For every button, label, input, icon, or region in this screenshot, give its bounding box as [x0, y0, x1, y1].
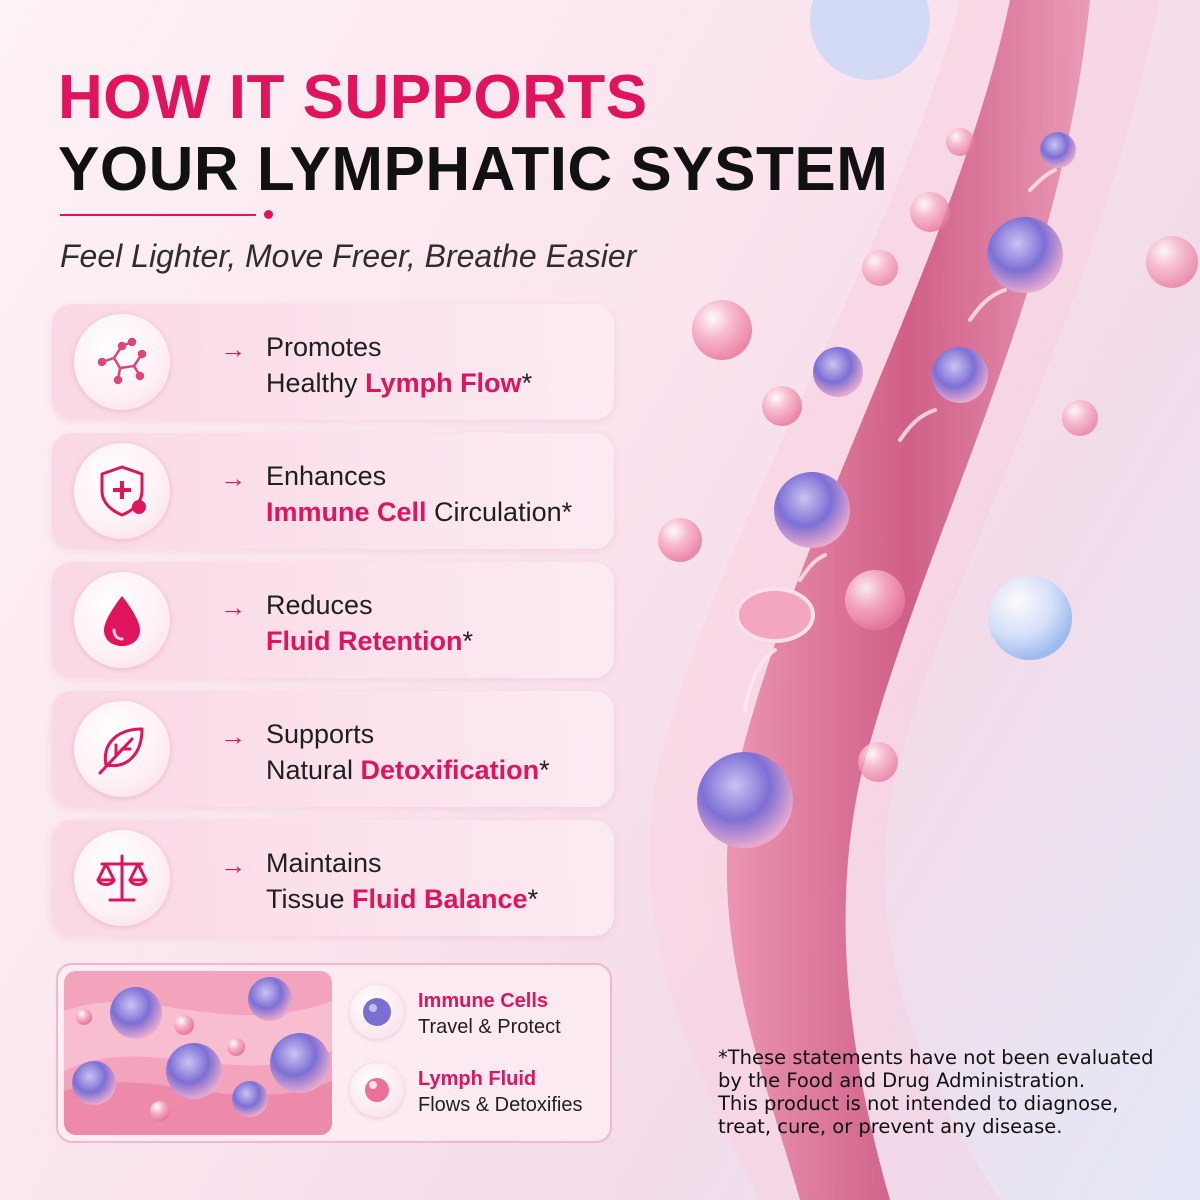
- benefit-card-fluid-balance: → Maintains Tissue Fluid Balance*: [52, 820, 614, 936]
- leaf-icon: [74, 701, 170, 797]
- droplet-icon: [74, 572, 170, 668]
- arrow-icon: →: [220, 721, 246, 751]
- benefits-list: → Promotes Healthy Lymph Flow* → Enhance…: [52, 304, 614, 949]
- title-divider-dot: [264, 210, 273, 219]
- arrow-icon: →: [220, 463, 246, 493]
- benefit-verb: Enhances: [266, 461, 387, 491]
- benefit-detail: Tissue Fluid Balance*: [266, 884, 539, 914]
- benefit-detail: Fluid Retention*: [266, 626, 473, 656]
- benefit-card-detoxification: → Supports Natural Detoxification*: [52, 691, 614, 807]
- legend-panel: Immune Cells Travel & Protect Lymph Flui…: [56, 963, 612, 1143]
- headline-line-1: HOW IT SUPPORTS: [58, 63, 648, 132]
- benefit-verb: Reduces: [266, 590, 373, 620]
- benefit-verb: Promotes: [266, 332, 382, 362]
- immune-cells-illustration: [64, 971, 332, 1135]
- benefit-verb: Maintains: [266, 848, 382, 878]
- balance-scale-icon: [74, 830, 170, 926]
- shield-cross-icon: [74, 443, 170, 539]
- lymph-network-icon: [74, 314, 170, 410]
- headline-line-2: YOUR LYMPHATIC SYSTEM: [58, 135, 889, 204]
- arrow-icon: →: [220, 334, 246, 364]
- legend-immune-text: Travel & Protect: [418, 1016, 561, 1038]
- title-divider: [60, 214, 256, 216]
- fda-disclaimer: *These statements have not been evaluate…: [718, 1046, 1154, 1138]
- legend-lymph-text: Flows & Detoxifies: [418, 1094, 583, 1116]
- legend-immune-title: Immune Cells: [418, 990, 549, 1012]
- benefit-card-immune-circulation: → Enhances Immune Cell Circulation*: [52, 433, 614, 549]
- legend-lymph-title: Lymph Fluid: [418, 1068, 537, 1090]
- lymph-fluid-icon: [350, 1063, 404, 1117]
- arrow-icon: →: [220, 850, 246, 880]
- benefit-detail: Natural Detoxification*: [266, 755, 550, 785]
- benefit-verb: Supports: [266, 719, 375, 749]
- benefit-card-fluid-retention: → Reduces Fluid Retention*: [52, 562, 614, 678]
- benefit-card-lymph-flow: → Promotes Healthy Lymph Flow*: [52, 304, 614, 420]
- arrow-icon: →: [220, 592, 246, 622]
- benefit-detail: Healthy Lymph Flow*: [266, 368, 533, 398]
- subtitle: Feel Lighter, Move Freer, Breathe Easier: [60, 238, 637, 274]
- immune-cell-icon: [350, 985, 404, 1039]
- benefit-detail: Immune Cell Circulation*: [266, 497, 573, 527]
